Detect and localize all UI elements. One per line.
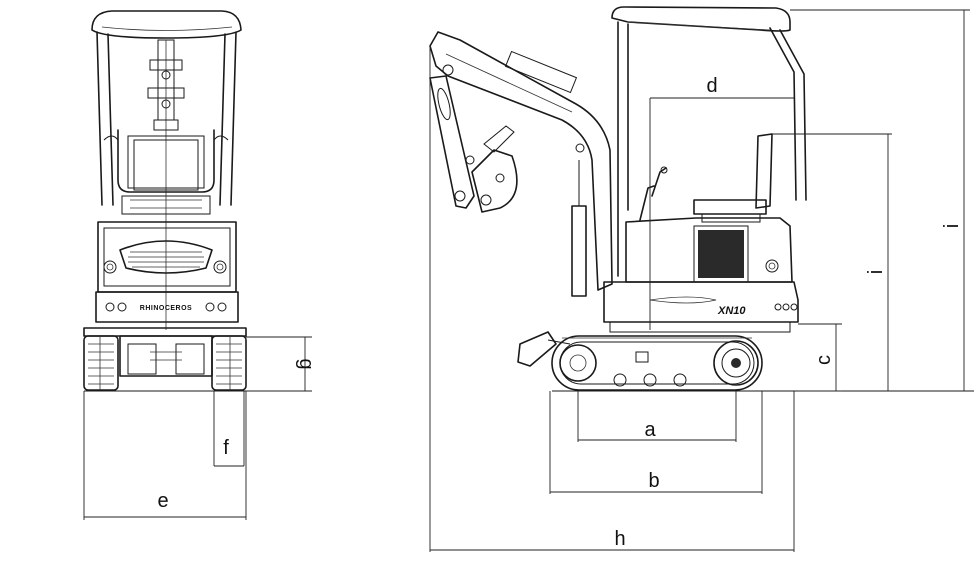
side-bucket bbox=[471, 125, 518, 213]
side-model-text: XN10 bbox=[717, 305, 746, 317]
label-e: e bbox=[157, 490, 168, 512]
label-a: a bbox=[644, 419, 656, 441]
front-boom bbox=[147, 39, 185, 330]
dimension-a: a bbox=[577, 391, 737, 442]
dimension-b: b bbox=[549, 391, 763, 494]
label-b: b bbox=[648, 470, 659, 492]
label-g: g bbox=[295, 358, 317, 369]
side-seat bbox=[693, 133, 773, 223]
side-boom bbox=[429, 31, 613, 297]
side-track bbox=[551, 335, 763, 391]
side-dozer-blade bbox=[517, 331, 571, 367]
label-c: c bbox=[813, 355, 835, 365]
front-body: RHINOCEROS bbox=[95, 221, 239, 323]
label-i-outer: i bbox=[941, 224, 963, 228]
side-idler-wheel bbox=[559, 344, 597, 382]
label-f: f bbox=[223, 437, 229, 459]
side-arm bbox=[429, 75, 475, 209]
side-canopy bbox=[611, 6, 807, 277]
front-track-right bbox=[211, 335, 247, 391]
front-headlight-right bbox=[213, 260, 227, 274]
front-seat bbox=[103, 129, 229, 215]
front-view: RHINOCEROS g f bbox=[83, 10, 317, 520]
dimension-h: h bbox=[429, 46, 795, 552]
dimension-i-inner: i bbox=[772, 133, 892, 391]
front-canopy-post-right bbox=[219, 31, 237, 206]
dimension-f: f bbox=[213, 391, 245, 467]
dimension-c: c bbox=[798, 323, 842, 392]
label-i-inner: i bbox=[865, 270, 887, 274]
side-levers bbox=[639, 166, 668, 221]
dimension-e: e bbox=[83, 391, 247, 520]
side-drive-sprocket bbox=[713, 340, 759, 386]
front-canopy-roof bbox=[91, 10, 242, 39]
side-lower-body: XN10 bbox=[603, 281, 799, 333]
front-grille bbox=[119, 240, 213, 274]
front-headlight-left bbox=[103, 260, 117, 274]
dimension-i-outer: i bbox=[790, 9, 970, 391]
label-h: h bbox=[614, 528, 625, 550]
label-d: d bbox=[706, 75, 717, 97]
front-brand-text: RHINOCEROS bbox=[140, 305, 192, 312]
front-track-left bbox=[83, 335, 119, 391]
side-engine-grille bbox=[698, 230, 744, 278]
front-canopy-post-left bbox=[96, 31, 114, 206]
side-view: XN10 bbox=[429, 6, 974, 552]
side-upper-body bbox=[625, 217, 793, 283]
dimension-g: g bbox=[246, 336, 317, 392]
dimension-d: d bbox=[649, 75, 794, 330]
